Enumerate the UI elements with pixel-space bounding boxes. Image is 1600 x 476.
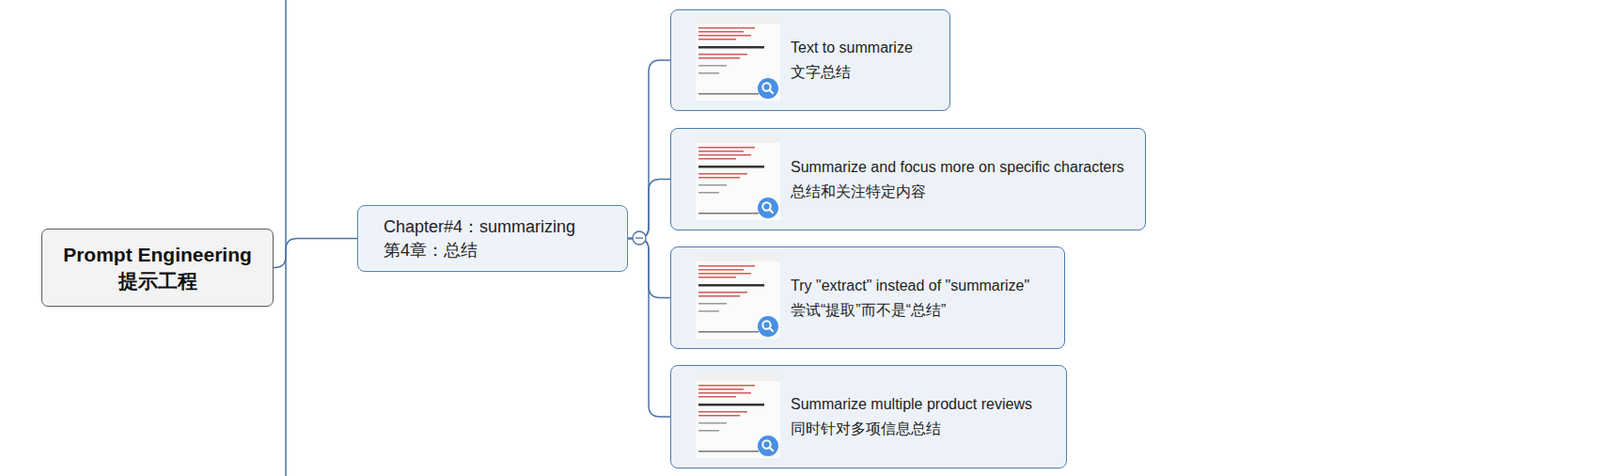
topic-title: Chapter#4：summarizing xyxy=(383,215,628,239)
branch-connector xyxy=(273,238,358,268)
subtopic-box: Summarize multiple product reviews同时针对多项… xyxy=(670,364,1067,469)
text-group: Try "extract" instead of "summarize"尝试“提… xyxy=(790,273,1065,323)
text-group: Prompt Engineering提示工程 xyxy=(62,241,252,295)
chapter-topic: Chapter#4：summarizing第4章：总结 xyxy=(357,204,628,272)
text-group: Summarize multiple product reviews同时针对多项… xyxy=(790,392,1067,441)
topic-translation: 第4章：总结 xyxy=(383,238,628,263)
text-group: Chapter#4：summarizing第4章：总结 xyxy=(383,215,628,263)
topic-title: Summarize multiple product reviews xyxy=(790,392,1067,417)
root-topic: Prompt Engineering提示工程 xyxy=(41,228,274,307)
branch-connector xyxy=(627,238,671,418)
subtopic-box: Try "extract" instead of "summarize"尝试“提… xyxy=(670,246,1066,349)
topic-translation: 提示工程 xyxy=(62,267,252,295)
topic-title: Summarize and focus more on specific cha… xyxy=(790,155,1146,180)
collapse-minus xyxy=(635,236,644,238)
subtopic-box: Text to summarize文字总结 xyxy=(670,9,951,111)
topic-title: Prompt Engineering xyxy=(62,241,252,268)
thumbnail xyxy=(695,15,781,101)
thumbnail xyxy=(695,373,781,458)
topic-translation: 同时针对多项信息总结 xyxy=(790,416,1067,441)
text-group: Summarize and focus more on specific cha… xyxy=(790,155,1146,204)
topic-title: Text to summarize xyxy=(790,35,950,61)
spine-line xyxy=(284,0,287,476)
collapse-button xyxy=(632,231,646,245)
topic-translation: 尝试“提取”而不是“总结” xyxy=(790,298,1065,323)
thumbnail xyxy=(695,135,781,220)
subtopic-box: Summarize and focus more on specific cha… xyxy=(670,127,1146,231)
text-group: Text to summarize文字总结 xyxy=(790,35,950,85)
branch-connector xyxy=(627,60,671,239)
branch-connector xyxy=(627,179,671,239)
topic-translation: 文字总结 xyxy=(790,60,950,85)
topic-translation: 总结和关注特定内容 xyxy=(790,179,1146,204)
thumbnail xyxy=(695,253,781,339)
topic-title: Try "extract" instead of "summarize" xyxy=(790,273,1065,299)
